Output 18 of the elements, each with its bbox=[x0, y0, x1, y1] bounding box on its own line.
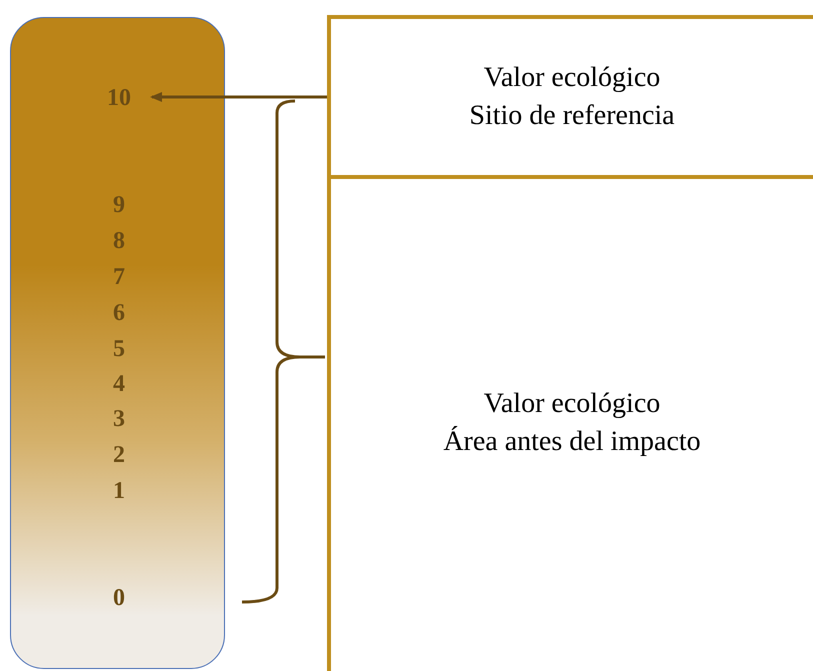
box-text: Valor ecológico bbox=[484, 61, 660, 95]
text-box bbox=[327, 15, 813, 179]
scale-bar bbox=[10, 17, 225, 669]
scale-number: 10 bbox=[91, 84, 147, 112]
box-text: Sitio de referencia bbox=[469, 99, 675, 133]
scale-number: 2 bbox=[112, 441, 126, 469]
arrow bbox=[150, 92, 327, 102]
scale-number: 6 bbox=[112, 299, 126, 327]
scale-number: 3 bbox=[112, 405, 126, 433]
scale-number: 8 bbox=[112, 227, 126, 255]
scale-number: 0 bbox=[112, 584, 126, 612]
box-text: Valor ecológico bbox=[484, 387, 660, 421]
scale-number: 5 bbox=[112, 335, 126, 363]
scale-number: 4 bbox=[112, 370, 126, 398]
scale-number: 9 bbox=[112, 191, 126, 219]
scale-number: 7 bbox=[112, 263, 126, 291]
scale-number: 1 bbox=[112, 477, 126, 505]
box-text: Área antes del impacto bbox=[443, 425, 701, 459]
